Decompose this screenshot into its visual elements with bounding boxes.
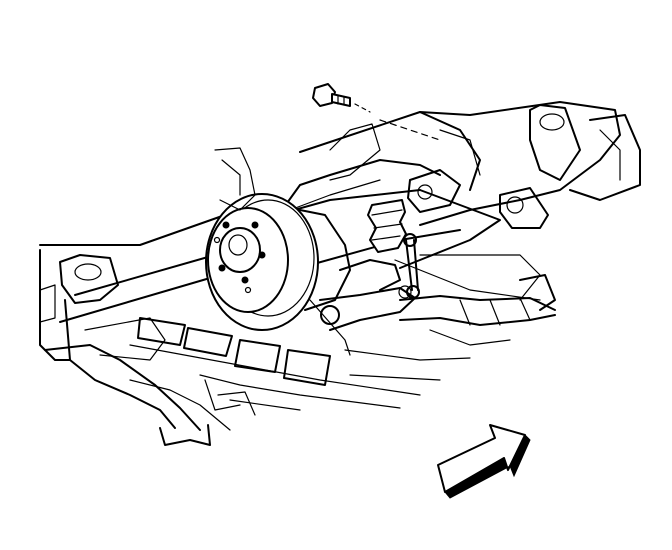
air-spring xyxy=(367,199,407,253)
frame-rail-right xyxy=(299,101,641,229)
drive-components xyxy=(399,274,556,346)
brake-rotor xyxy=(205,193,319,331)
mounting-bolt xyxy=(312,83,441,141)
underbody-ribs xyxy=(129,317,471,411)
frame-left xyxy=(39,249,256,446)
direction-arrow-icon xyxy=(437,424,531,499)
